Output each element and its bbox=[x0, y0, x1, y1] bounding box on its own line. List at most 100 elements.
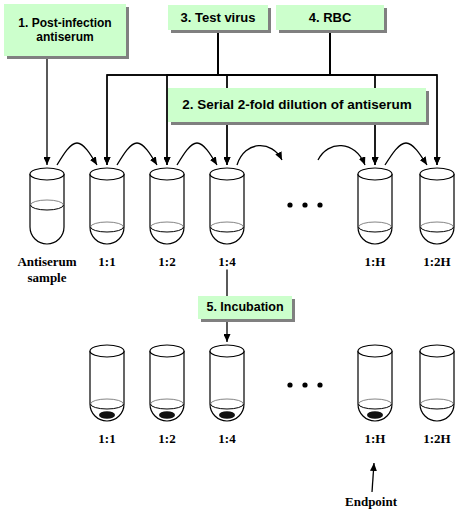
tube-body bbox=[210, 174, 244, 244]
step-label: 3. Test virus bbox=[181, 10, 256, 26]
dilution-label: 1:2 bbox=[142, 431, 192, 447]
ellipsis-dot bbox=[302, 202, 307, 207]
test-tube bbox=[357, 342, 393, 423]
tube-body bbox=[150, 174, 184, 244]
liquid-surface bbox=[91, 227, 124, 232]
tube-rim bbox=[30, 168, 64, 180]
tube-node: 1:4 bbox=[202, 165, 252, 270]
step-box: 4. RBC bbox=[276, 5, 384, 30]
liquid-surface bbox=[151, 404, 184, 409]
tube-body bbox=[90, 174, 124, 244]
rbc-pellet bbox=[99, 411, 115, 419]
dilution-label: Antiserum sample bbox=[12, 254, 82, 285]
tube-rim bbox=[420, 345, 454, 357]
liquid-surface bbox=[151, 227, 184, 232]
tube-rim bbox=[210, 345, 244, 357]
tube-body bbox=[30, 174, 64, 244]
tube-body bbox=[420, 351, 454, 421]
dilution-label: 1:H bbox=[350, 254, 400, 270]
flow-arrow bbox=[57, 143, 97, 165]
test-tube bbox=[89, 165, 125, 246]
liquid-surface bbox=[421, 399, 454, 404]
tube-rim bbox=[210, 168, 244, 180]
step-box: 1. Post-infection antiserum bbox=[4, 4, 126, 56]
tube-node: Antiserum sample bbox=[12, 165, 82, 285]
test-tube bbox=[357, 165, 393, 246]
rbc-pellet bbox=[367, 411, 383, 419]
liquid-surface bbox=[31, 200, 64, 205]
liquid-surface bbox=[421, 222, 454, 227]
connector-group bbox=[47, 30, 437, 342]
dilution-label: 1:4 bbox=[202, 254, 252, 270]
liquid-surface bbox=[91, 399, 124, 404]
step-label: 1. Post-infection antiserum bbox=[9, 16, 121, 45]
liquid-surface bbox=[359, 222, 392, 227]
tube-body bbox=[358, 351, 392, 421]
test-tube bbox=[419, 342, 455, 423]
test-tube bbox=[209, 342, 245, 423]
liquid-surface bbox=[91, 404, 124, 409]
dilution-label: 1:2H bbox=[412, 254, 462, 270]
dilution-label: 1:1 bbox=[82, 431, 132, 447]
tube-body bbox=[420, 174, 454, 244]
tube-rim bbox=[420, 168, 454, 180]
tube-body bbox=[358, 174, 392, 244]
dilution-label: 1:1 bbox=[82, 254, 132, 270]
liquid-surface bbox=[211, 399, 244, 404]
tube-node: 1:2 bbox=[142, 165, 192, 270]
step-label: 5. Incubation bbox=[206, 300, 283, 315]
step-box: 3. Test virus bbox=[168, 5, 268, 30]
step-label: 2. Serial 2-fold dilution of antiserum bbox=[182, 97, 412, 113]
ellipsis-dots bbox=[287, 202, 322, 387]
tube-node: 1:4 bbox=[202, 342, 252, 447]
flow-arrow bbox=[177, 143, 217, 165]
rbc-pellet bbox=[159, 411, 175, 419]
tube-node: 1:2H bbox=[412, 165, 462, 270]
tube-node: 1:H bbox=[350, 165, 400, 270]
flow-arrow bbox=[46, 56, 47, 165]
tube-rim bbox=[150, 168, 184, 180]
dilution-label: 1:2H bbox=[412, 431, 462, 447]
tube-rim bbox=[150, 345, 184, 357]
dilution-arrow bbox=[237, 146, 282, 165]
flow-arrow bbox=[117, 143, 157, 165]
ellipsis-dot bbox=[317, 202, 322, 207]
test-tube bbox=[209, 165, 245, 246]
liquid-surface bbox=[151, 222, 184, 227]
dilution-arrow bbox=[318, 146, 365, 165]
endpoint-label: Endpoint bbox=[345, 494, 397, 510]
tube-node: 1:1 bbox=[82, 342, 132, 447]
test-tube bbox=[419, 165, 455, 246]
liquid-surface bbox=[211, 222, 244, 227]
liquid-surface bbox=[359, 399, 392, 404]
flow-arrow bbox=[385, 143, 427, 165]
ellipsis-dot bbox=[317, 382, 322, 387]
liquid-surface bbox=[151, 399, 184, 404]
liquid-surface bbox=[359, 227, 392, 232]
liquid-surface bbox=[359, 404, 392, 409]
rbc-pellet bbox=[219, 411, 235, 419]
test-tube bbox=[89, 342, 125, 423]
tube-node: 1:H bbox=[350, 342, 400, 447]
step-box: 2. Serial 2-fold dilution of antiserum bbox=[168, 88, 426, 122]
tube-rim bbox=[358, 168, 392, 180]
endpoint-pointer bbox=[372, 463, 374, 492]
liquid-surface bbox=[211, 404, 244, 409]
tube-node: 1:2 bbox=[142, 342, 192, 447]
ellipsis-dot bbox=[302, 382, 307, 387]
ellipsis-dot bbox=[287, 202, 292, 207]
test-tube bbox=[149, 165, 185, 246]
tube-rim bbox=[90, 345, 124, 357]
tube-body bbox=[150, 351, 184, 421]
step-label: 4. RBC bbox=[309, 10, 352, 26]
tube-rim bbox=[358, 345, 392, 357]
tube-node: 1:2H bbox=[412, 342, 462, 447]
dilution-label: 1:2 bbox=[142, 254, 192, 270]
test-tube bbox=[149, 342, 185, 423]
test-tube bbox=[29, 165, 65, 246]
liquid-surface bbox=[421, 404, 454, 409]
step-box: 5. Incubation bbox=[198, 296, 292, 319]
liquid-surface bbox=[31, 205, 64, 210]
